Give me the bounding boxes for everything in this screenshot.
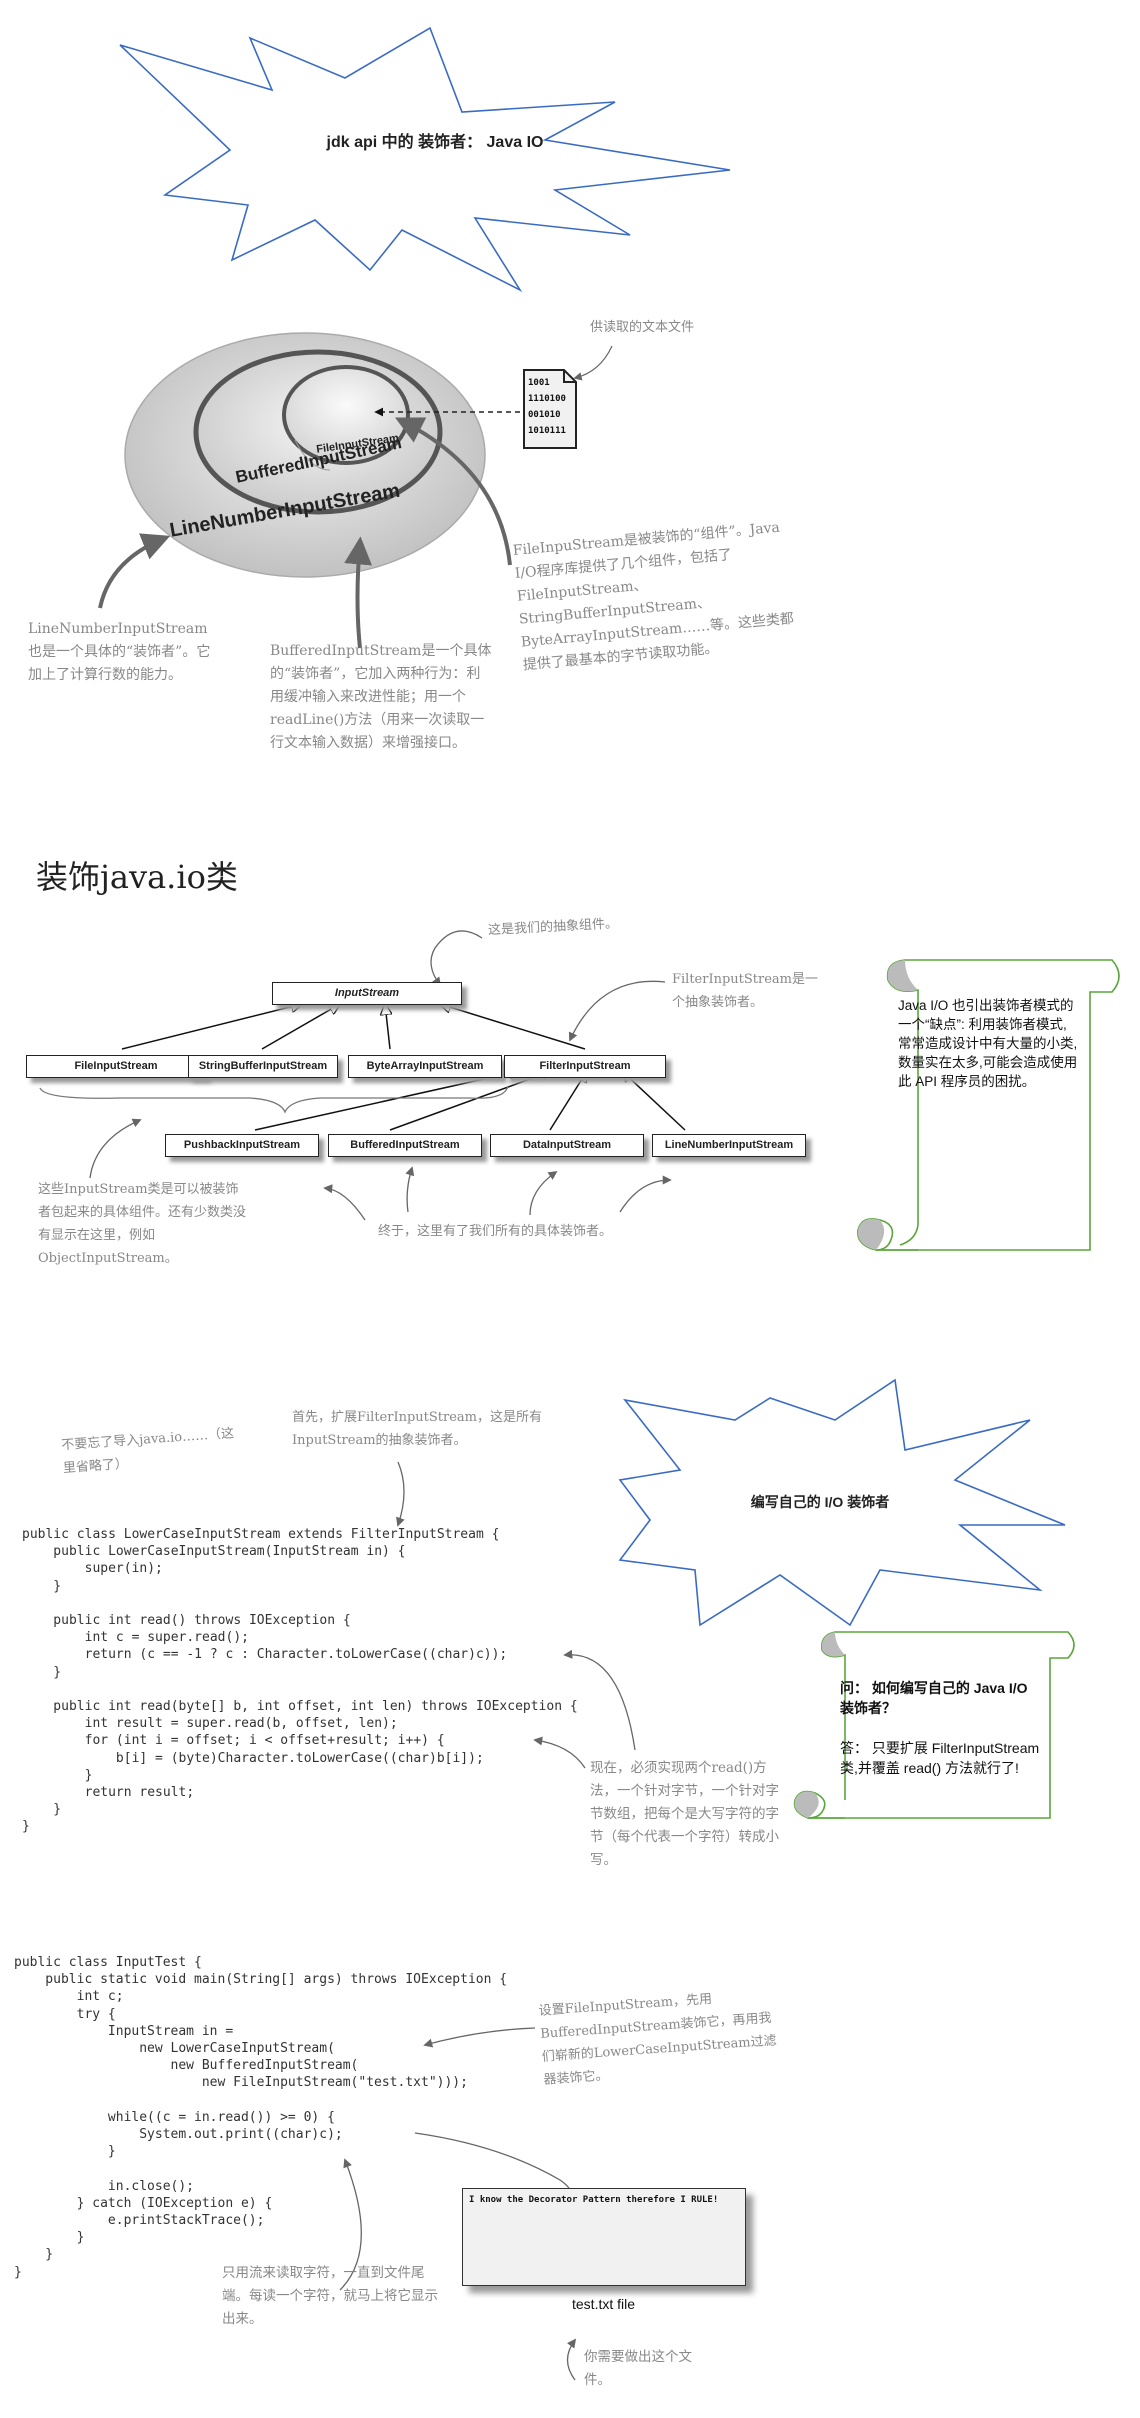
output-file-caption: test.txt file xyxy=(572,2296,636,2312)
section-title: 装饰java.io类 xyxy=(36,858,238,896)
lowercase-code-block: public class LowerCaseInputStream extend… xyxy=(22,1526,578,1836)
note-extend-filter: 首先，扩展FilterInputStream，这是所有InputStream的抽… xyxy=(292,1410,543,1448)
uml-decorator: LineNumberInputStream xyxy=(652,1134,806,1157)
uml-root-inputstream: InputStream xyxy=(272,982,462,1005)
inputtest-code: public class InputTest { public static v… xyxy=(14,1955,508,2280)
section2-star-shape xyxy=(618,1378,1066,1627)
note-linenumber: LineNumberInputStream也是一个具体的“装饰者”。它加上了计算… xyxy=(28,621,211,683)
note-read-loop: 只用流来读取字符，一直到文件尾端。每读一个字符，就马上将它显示出来。 xyxy=(222,2265,438,2327)
output-file-window: I know the Decorator Pattern therefore I… xyxy=(462,2188,746,2286)
inputtest-code-block: public class InputTest { public static v… xyxy=(14,1954,507,2281)
note-concrete-decorators: 终于，这里有了我们所有的具体装饰者。 xyxy=(378,1224,613,1239)
output-file-content: I know the Decorator Pattern therefore I… xyxy=(469,2195,719,2205)
qa-answer: 答： 只要扩展 FilterInputStream 类,并覆盖 read() 方… xyxy=(840,1740,1040,1776)
uml-component: ByteArrayInputStream xyxy=(348,1055,502,1078)
qa-question: 问： 如何编写自己的 Java I/O 装饰者？ xyxy=(840,1680,1028,1716)
uml-component: FileInputStream xyxy=(26,1055,206,1078)
header-star-shape xyxy=(119,26,731,293)
note-read-methods: 现在，必须实现两个read()方法，一个针对字节，一个针对字节数组，把每个是大写… xyxy=(590,1760,779,1868)
components-brace xyxy=(39,1085,509,1114)
note-setup-streams: 设置FileInputStream，先用BufferedInputStream装… xyxy=(538,1991,778,2088)
scroll-note-text: Java I/O 也引出装饰者模式的一个“缺点”: 利用装饰者模式,常常造成设计… xyxy=(898,998,1078,1089)
header-star-title: jdk api 中的 装饰者： Java IO xyxy=(326,134,544,151)
note-fileinput: FileInpuStream是被装饰的“组件”。Java I/O程序库提供了几个… xyxy=(512,519,795,674)
onion-diagram xyxy=(124,332,486,578)
uml-component: FilterInputStream xyxy=(504,1055,666,1078)
file-bits-line: 1001 xyxy=(528,378,550,388)
uml-inheritance-lines xyxy=(121,1004,686,1131)
uml-component: StringBufferInputStream xyxy=(188,1055,338,1078)
file-bits-line: 1110100 xyxy=(528,394,566,404)
note-buffered: BufferedInputStream是一个具体的“装饰者”，它加入两种行为：利… xyxy=(270,643,492,751)
file-bits-line: 1010111 xyxy=(528,426,566,436)
note-concrete-components: 这些InputStream类是可以被装饰者包起来的具体组件。还有少数类没有显示在… xyxy=(38,1182,247,1266)
file-icon-bits: 1001 1110100 001010 1010111 xyxy=(528,375,574,439)
uml-decorator: BufferedInputStream xyxy=(328,1134,482,1157)
scroll-note-2 xyxy=(793,1631,1075,1819)
file-label: 供读取的文本文件 xyxy=(590,320,695,335)
uml-decorator: DataInputStream xyxy=(490,1134,644,1157)
file-icon xyxy=(523,369,577,449)
note-filter-decorator: FilterInputStream是一个抽象装饰者。 xyxy=(672,972,819,1010)
lowercase-code: public class LowerCaseInputStream extend… xyxy=(22,1527,578,1835)
section2-star-title: 编写自己的 I/O 装饰者 xyxy=(750,1494,890,1510)
uml-decorator: PushbackInputStream xyxy=(165,1134,319,1157)
note-make-file: 你需要做出这个文件。 xyxy=(584,2349,692,2388)
file-bits-line: 001010 xyxy=(528,410,561,420)
